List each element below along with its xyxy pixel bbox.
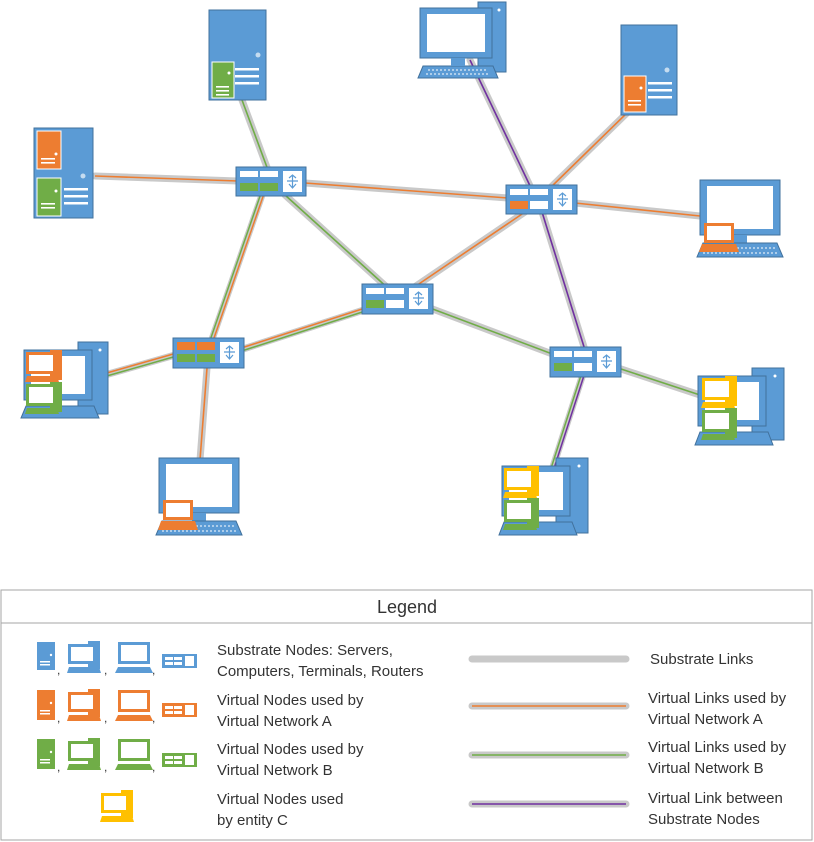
router-icon [549, 346, 622, 378]
router-icon [505, 184, 578, 215]
svg-text:,: , [104, 711, 107, 725]
link-router-1-router-3 [281, 191, 394, 294]
router-icon [162, 753, 197, 767]
computer-icon [67, 738, 101, 770]
virtual-server-icon [211, 61, 235, 99]
terminal-icon [115, 739, 153, 770]
virtual-computer-icon [25, 350, 62, 382]
legend-link-label: Virtual Links used by [648, 739, 787, 756]
svg-text:,: , [104, 663, 107, 677]
virtual-computer-icon [701, 408, 737, 440]
computer-icon [694, 367, 785, 446]
virtual-server-icon [36, 130, 62, 170]
legend-node-label: by entity C [217, 812, 288, 829]
legend-link-label: Virtual Link between [648, 790, 783, 807]
legend-link-labels: Substrate Links Virtual Links used by Vi… [648, 651, 787, 828]
virtual-terminal-icon [699, 223, 739, 252]
legend-network-b-icons: , , , [37, 738, 197, 774]
link-server-left-router-1 [91, 172, 242, 185]
legend-link-swatches [468, 655, 630, 808]
link-router-5-computer-bottom [548, 373, 586, 474]
svg-text:,: , [152, 711, 155, 725]
legend-box: Legend [0, 589, 813, 841]
svg-text:,: , [152, 760, 155, 774]
svg-text:,: , [152, 663, 155, 677]
legend-node-label: Virtual Nodes used by [217, 692, 364, 709]
legend-link-label: Virtual Network B [648, 760, 764, 777]
computer-icon [417, 1, 507, 79]
link-router-2-router-3 [406, 208, 529, 294]
legend-substrate-icons: , , , [37, 641, 197, 677]
legend-node-label: Substrate Nodes: Servers, [217, 642, 393, 659]
link-router-4-computer-left [101, 351, 179, 379]
legend-link-label: Virtual Network A [648, 711, 763, 728]
terminal-icon [115, 690, 153, 721]
virtual-terminal-icon [158, 500, 198, 530]
link-router-2-terminal-right [571, 199, 704, 220]
link-router-2-router-5 [538, 208, 589, 354]
router-icon [361, 283, 434, 315]
svg-text:,: , [104, 760, 107, 774]
server-icon [37, 642, 55, 670]
computer-icon [20, 341, 109, 419]
router-icon [162, 703, 197, 717]
legend-link-label: Substrate Nodes [648, 811, 760, 828]
router-icon [235, 166, 307, 197]
server-icon [37, 739, 55, 769]
router-icon [172, 337, 245, 369]
legend-node-label: Virtual Nodes used by [217, 741, 364, 758]
legend-title: Legend [377, 597, 437, 617]
server-icon [208, 9, 267, 101]
virtual-server-icon [36, 177, 62, 217]
legend-node-label: Virtual Network B [217, 762, 333, 779]
link-router-5-computer-right [614, 364, 704, 399]
legend-node-label: Computers, Terminals, Routers [217, 663, 423, 680]
svg-text:,: , [57, 760, 60, 774]
link-router-3-router-4 [236, 304, 374, 354]
legend-node-labels: Substrate Nodes: Servers, Computers, Ter… [217, 642, 423, 829]
links-layer [91, 56, 704, 474]
terminal-icon [696, 179, 784, 258]
terminal-icon [115, 642, 153, 673]
link-server-top-router-1 [238, 96, 272, 174]
server-icon [33, 127, 94, 219]
link-router-3-router-5 [426, 304, 559, 359]
router-icon [162, 654, 197, 668]
server-icon [620, 24, 678, 116]
computer-icon [498, 457, 589, 536]
computer-icon [100, 790, 134, 822]
link-router-4-terminal-bottom [196, 364, 211, 464]
nodes-layer [20, 1, 785, 536]
terminal-icon [155, 457, 243, 536]
legend-link-label: Substrate Links [650, 651, 753, 668]
legend-network-a-icons: , , , [37, 689, 197, 725]
link-server-right-router-2 [544, 106, 634, 194]
virtual-computer-icon [25, 382, 62, 414]
legend-link-label: Virtual Links used by [648, 690, 787, 707]
link-router-1-router-4 [206, 191, 266, 349]
computer-icon [67, 641, 101, 673]
svg-text:,: , [57, 663, 60, 677]
svg-text:,: , [57, 711, 60, 725]
legend-node-label: Virtual Nodes used [217, 791, 343, 808]
virtual-computer-icon [503, 498, 539, 530]
server-icon [37, 690, 55, 720]
computer-icon [67, 689, 101, 721]
virtual-computer-icon [503, 466, 539, 498]
virtual-server-icon [623, 75, 647, 113]
virtual-computer-icon [701, 376, 737, 408]
legend-node-label: Virtual Network A [217, 713, 332, 730]
legend-entity-c-icon [100, 790, 134, 822]
link-router-1-router-2 [301, 179, 512, 202]
link-computer-top-router-2 [466, 56, 536, 194]
